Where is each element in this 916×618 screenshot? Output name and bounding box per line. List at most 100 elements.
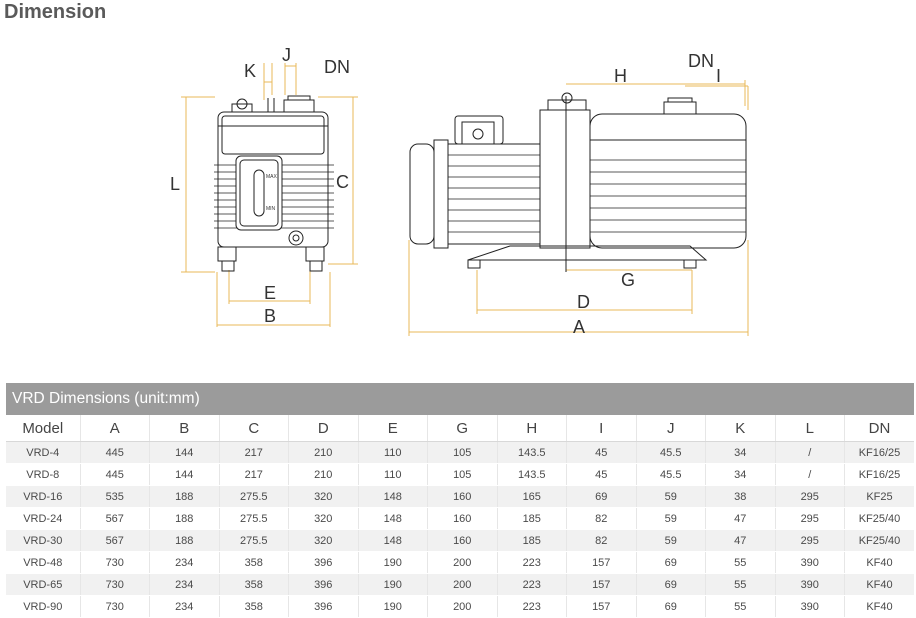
table-cell-l: 390	[775, 573, 845, 596]
table-cell-i: 82	[566, 507, 637, 530]
table-cell-d: 396	[288, 595, 359, 618]
table-cell-k: 55	[705, 573, 776, 596]
gauge-max-label: MAX	[266, 174, 278, 180]
table-cell-e: 148	[358, 529, 428, 552]
table-cell-d: 396	[288, 551, 359, 574]
table-cell-d: 210	[288, 441, 359, 464]
table-cell-h: 223	[497, 573, 567, 596]
table-cell-d: 320	[288, 529, 359, 552]
table-cell-g: 160	[427, 485, 498, 508]
table-cell-e: 110	[358, 463, 428, 486]
table-cell-model: VRD-48	[6, 551, 81, 574]
table-cell-h: 143.5	[497, 441, 567, 464]
table-cell-g: 200	[427, 573, 498, 596]
table-cell-dn: KF16/25	[844, 463, 914, 486]
table-cell-c: 217	[219, 441, 289, 464]
table-title: VRD Dimensions (unit:mm)	[6, 383, 914, 415]
table-cell-dn: KF40	[844, 595, 914, 618]
table-cell-h: 223	[497, 551, 567, 574]
table-cell-c: 217	[219, 463, 289, 486]
column-header-a: A	[80, 415, 150, 442]
label-j: J	[282, 45, 291, 65]
table-cell-model: VRD-16	[6, 485, 81, 508]
label-k: K	[244, 61, 256, 81]
column-header-j: J	[636, 415, 706, 442]
table-cell-k: 55	[705, 595, 776, 618]
gauge-min-label: MIN	[266, 206, 276, 212]
table-cell-i: 157	[566, 595, 637, 618]
label-d: D	[577, 292, 590, 312]
table-cell-a: 535	[80, 485, 150, 508]
table-cell-c: 275.5	[219, 507, 289, 530]
table-cell-h: 143.5	[497, 463, 567, 486]
table-cell-model: VRD-65	[6, 573, 81, 596]
column-header-l: L	[775, 415, 845, 442]
table-cell-model: VRD-8	[6, 463, 81, 486]
table-cell-e: 148	[358, 485, 428, 508]
table-cell-l: 390	[775, 595, 845, 618]
table-cell-j: 45.5	[636, 463, 706, 486]
label-dn-side: DN	[688, 51, 714, 71]
table-cell-b: 188	[149, 529, 220, 552]
table-cell-k: 38	[705, 485, 776, 508]
table-cell-dn: KF25/40	[844, 529, 914, 552]
table-cell-i: 157	[566, 573, 637, 596]
table-cell-e: 190	[358, 595, 428, 618]
table-cell-model: VRD-4	[6, 441, 81, 464]
table-cell-a: 567	[80, 529, 150, 552]
table-cell-dn: KF40	[844, 573, 914, 596]
table-cell-e: 190	[358, 573, 428, 596]
table-cell-b: 188	[149, 507, 220, 530]
table-cell-model: VRD-24	[6, 507, 81, 530]
table-cell-b: 188	[149, 485, 220, 508]
table-cell-k: 47	[705, 507, 776, 530]
table-cell-model: VRD-30	[6, 529, 81, 552]
label-g: G	[621, 270, 635, 290]
table-cell-a: 445	[80, 441, 150, 464]
table-cell-d: 320	[288, 507, 359, 530]
table-cell-h: 165	[497, 485, 567, 508]
table-cell-g: 160	[427, 529, 498, 552]
table-cell-c: 358	[219, 551, 289, 574]
table-cell-k: 34	[705, 463, 776, 486]
table-cell-l: 390	[775, 551, 845, 574]
table-cell-j: 45.5	[636, 441, 706, 464]
label-h: H	[614, 66, 627, 86]
table-cell-g: 200	[427, 551, 498, 574]
table-cell-h: 185	[497, 529, 567, 552]
table-cell-k: 34	[705, 441, 776, 464]
table-cell-i: 45	[566, 463, 637, 486]
table-cell-l: 295	[775, 507, 845, 530]
label-l: L	[170, 174, 180, 194]
table-cell-b: 234	[149, 573, 220, 596]
label-i: I	[716, 66, 721, 86]
table-cell-b: 234	[149, 551, 220, 574]
table-cell-k: 47	[705, 529, 776, 552]
table-cell-i: 69	[566, 485, 637, 508]
front-view-drawing: K J DN L C E B MAX MIN	[170, 45, 358, 327]
table-cell-l: 295	[775, 529, 845, 552]
table-cell-k: 55	[705, 551, 776, 574]
table-cell-e: 148	[358, 507, 428, 530]
column-header-g: G	[427, 415, 498, 442]
table-cell-i: 82	[566, 529, 637, 552]
table-cell-j: 59	[636, 529, 706, 552]
side-view-drawing: H DN I G D A	[408, 51, 749, 337]
table-cell-h: 223	[497, 595, 567, 618]
table-cell-b: 144	[149, 463, 220, 486]
table-cell-e: 190	[358, 551, 428, 574]
label-dn-front: DN	[324, 57, 350, 77]
label-a: A	[573, 317, 585, 337]
table-cell-l: 295	[775, 485, 845, 508]
table-cell-j: 59	[636, 485, 706, 508]
label-b: B	[264, 306, 276, 326]
